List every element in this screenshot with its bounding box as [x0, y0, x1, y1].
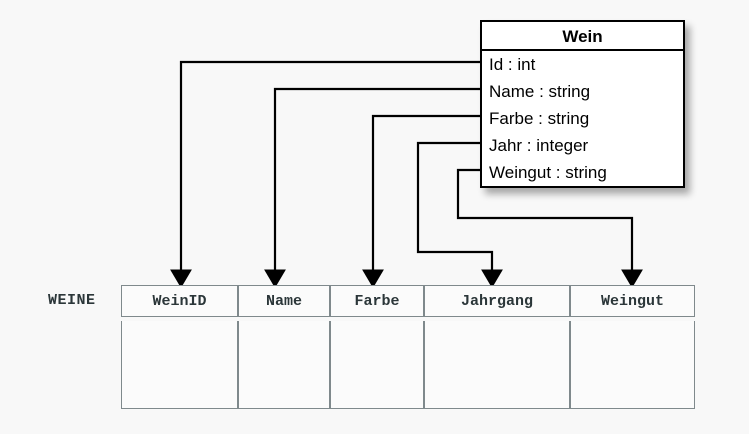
table-row	[121, 321, 695, 409]
class-attribute-farbe: Farbe : string	[489, 109, 590, 128]
connector-weingut-to-weingut	[456, 168, 643, 289]
table-header-row: WeinID Name Farbe Jahrgang Weingut	[121, 285, 695, 317]
table-cell-weingut[interactable]	[570, 321, 695, 409]
table-cell-farbe[interactable]	[330, 321, 424, 409]
connector-jahr-to-jahrgang	[416, 141, 503, 289]
connector-name-to-name	[264, 87, 480, 289]
table-cell-weinid[interactable]	[121, 321, 238, 409]
class-attribute-compartment: Id : int Name : string Farbe : string Ja…	[482, 51, 683, 186]
column-header-weingut[interactable]: Weingut	[570, 285, 695, 317]
table-cell-jahrgang[interactable]	[424, 321, 570, 409]
uml-class-box[interactable]: Wein Id : int Name : string Farbe : stri…	[480, 20, 685, 188]
table-cell-name[interactable]	[238, 321, 330, 409]
connector-id-to-weinid	[170, 60, 480, 289]
column-header-jahrgang[interactable]: Jahrgang	[424, 285, 570, 317]
column-header-farbe[interactable]: Farbe	[330, 285, 424, 317]
class-attribute-id: Id : int	[489, 55, 536, 74]
class-attribute-jahr: Jahr : integer	[489, 136, 589, 155]
column-header-weinid[interactable]: WeinID	[121, 285, 238, 317]
connector-farbe-to-farbe	[362, 114, 480, 289]
class-attribute-weingut: Weingut : string	[489, 163, 607, 182]
class-attribute-name: Name : string	[489, 82, 591, 101]
table-name-label: WEINE	[48, 292, 96, 309]
relational-table: WeinID Name Farbe Jahrgang Weingut	[121, 285, 695, 409]
class-name-label: Wein	[482, 22, 683, 51]
column-header-name[interactable]: Name	[238, 285, 330, 317]
